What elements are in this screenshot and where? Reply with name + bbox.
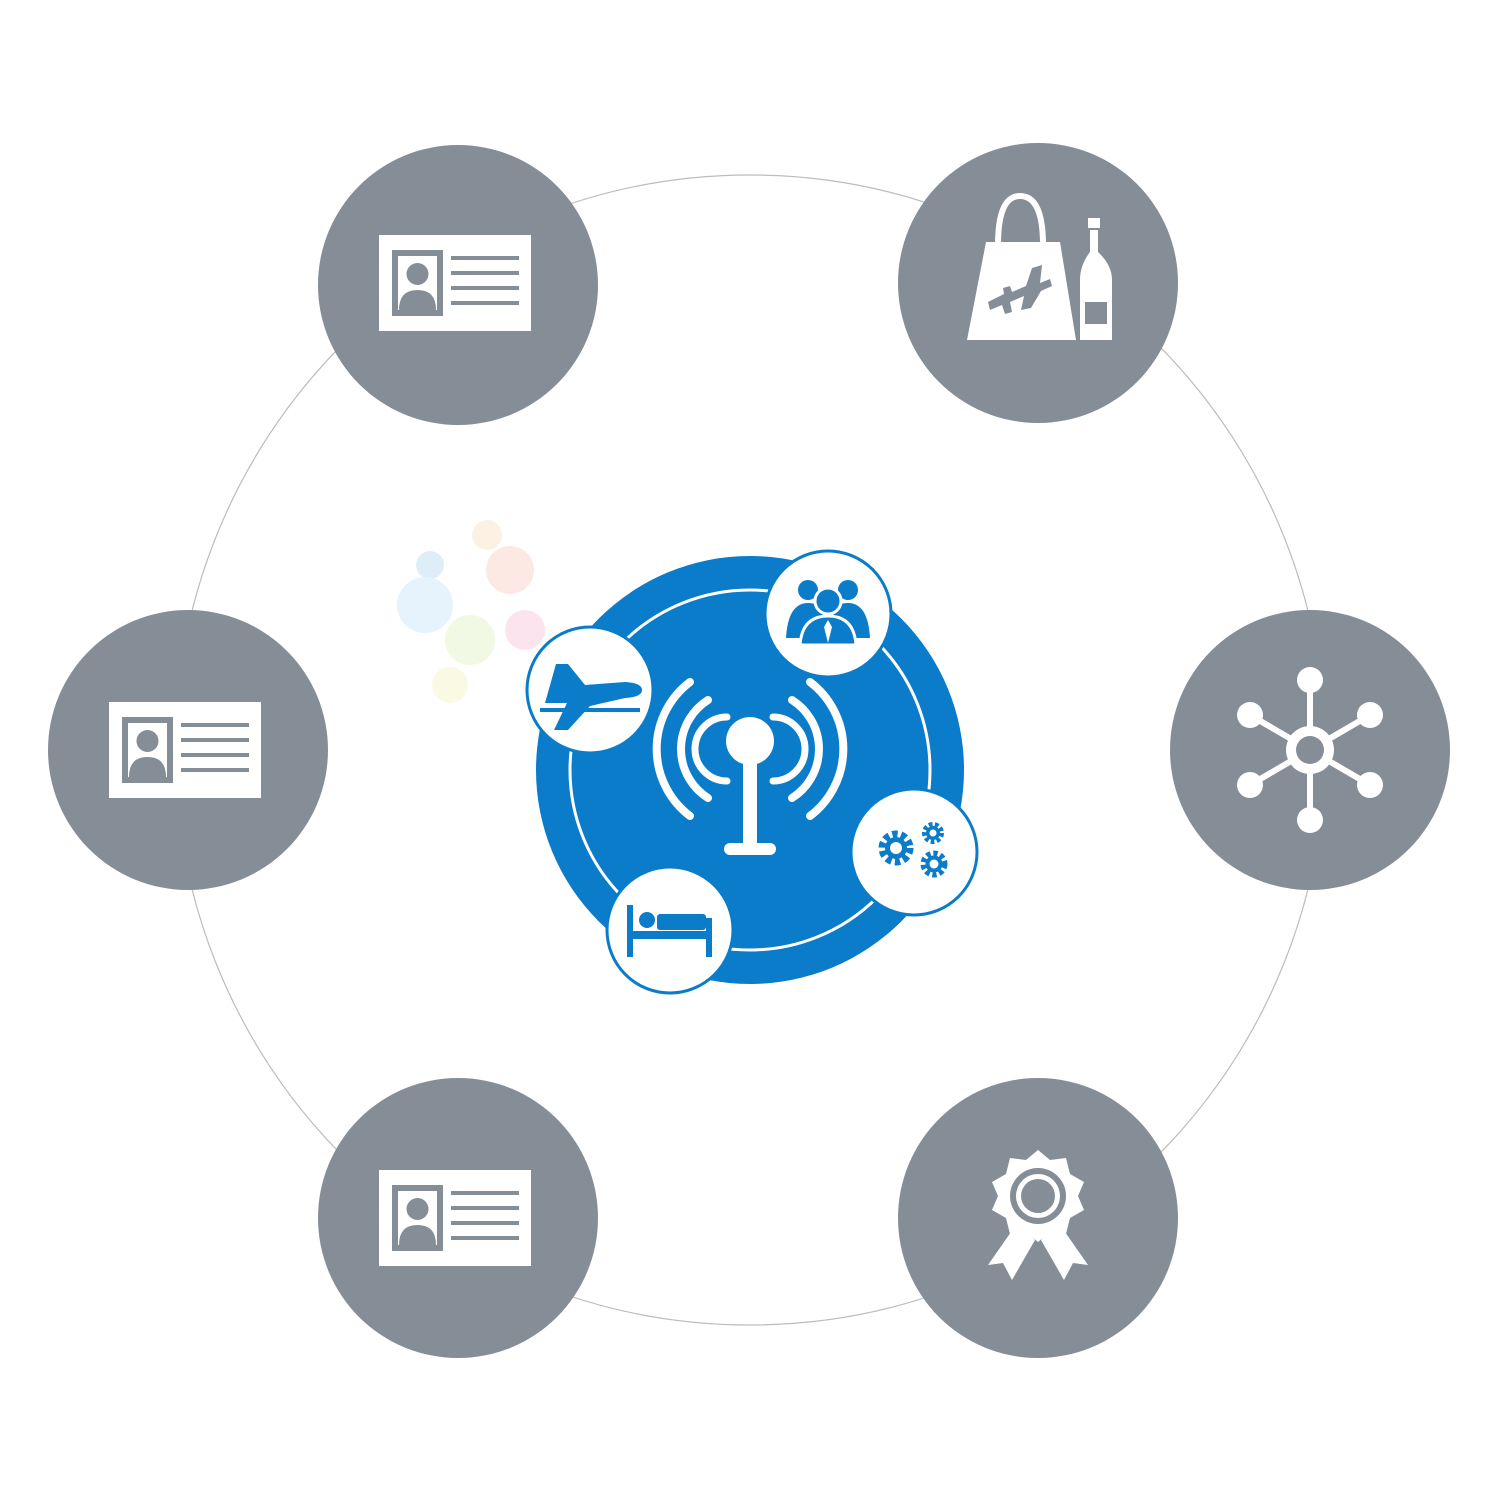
logo-watermark-icon — [397, 520, 545, 703]
outer-node-id-card-bottom-left — [318, 1078, 598, 1358]
hotel-bed-icon — [627, 905, 712, 957]
wireless-signal-icon — [652, 678, 848, 820]
duty-free-shopping-icon — [967, 192, 1112, 340]
satellite-hotel-bed — [605, 865, 735, 995]
satellite-gears — [849, 787, 979, 917]
award-ribbon-icon — [988, 1150, 1088, 1280]
outer-node-award — [898, 1078, 1178, 1358]
satellite-airplane — [525, 625, 655, 755]
outer-node-id-card-left — [48, 610, 328, 890]
antenna-icon — [724, 717, 776, 855]
outer-node-duty-free-shopping — [898, 143, 1178, 423]
gears-icon — [878, 822, 948, 878]
id-card-icon — [109, 702, 261, 798]
central-hub — [525, 549, 979, 995]
outer-node-id-card-top-left — [318, 145, 598, 425]
business-people-icon — [786, 580, 870, 647]
network-hub-icon — [1237, 667, 1383, 833]
id-card-icon — [379, 235, 531, 331]
satellite-business-people — [763, 549, 893, 679]
id-card-icon — [379, 1170, 531, 1266]
outer-node-network-hub — [1170, 610, 1450, 890]
airplane-icon — [540, 664, 642, 730]
